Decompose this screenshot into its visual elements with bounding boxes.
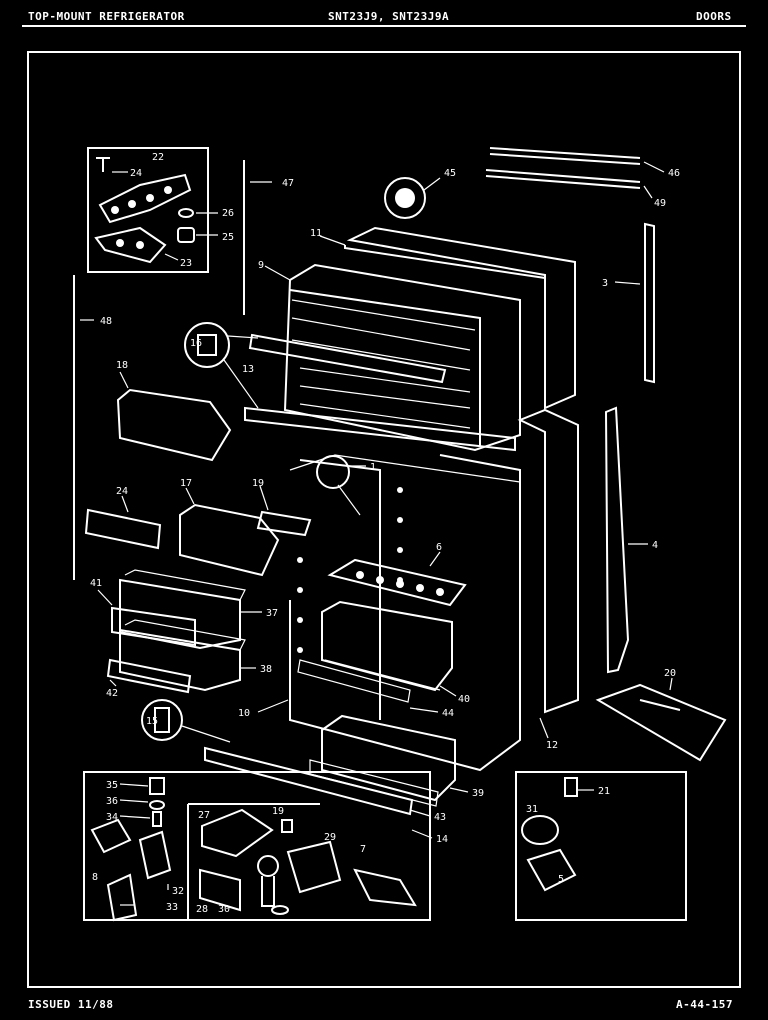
callout-5: 5 <box>558 874 564 885</box>
callout-15: 15 <box>146 716 158 727</box>
callout-41: 41 <box>90 578 102 589</box>
callout-30: 30 <box>218 904 230 915</box>
callout-34: 34 <box>106 812 118 823</box>
callout-19b: 19 <box>272 806 284 817</box>
callout-9: 9 <box>258 260 264 271</box>
door-bin-center <box>297 600 457 713</box>
callout-3: 3 <box>602 278 608 289</box>
callout-8: 8 <box>92 872 98 883</box>
lower-hinge-inset <box>83 771 431 922</box>
freezer-shelf-rail <box>248 333 447 384</box>
callout-47: 47 <box>282 178 294 189</box>
callout-35: 35 <box>106 780 118 791</box>
callout-22: 22 <box>152 152 164 163</box>
handle-parts-inset <box>515 771 687 921</box>
top-trim-strips <box>485 147 665 199</box>
header-title: TOP-MOUNT REFRIGERATOR <box>28 10 185 23</box>
freezer-door-trim <box>244 406 516 452</box>
callout-18: 18 <box>116 360 128 371</box>
header-models: SNT23J9, SNT23J9A <box>328 10 450 23</box>
callout-33: 33 <box>166 902 178 913</box>
callout-6: 6 <box>436 542 442 553</box>
callout-48: 48 <box>100 316 112 327</box>
callout-16: 16 <box>190 338 202 349</box>
callout-17: 17 <box>180 478 192 489</box>
callout-45: 45 <box>444 168 456 179</box>
callout-29: 29 <box>324 832 336 843</box>
callout-27: 27 <box>198 810 210 821</box>
callout-10: 10 <box>238 708 250 719</box>
callout-32: 32 <box>172 886 184 897</box>
callout-46: 46 <box>668 168 680 179</box>
freezer-door <box>264 226 576 452</box>
upper-hinge-inset <box>87 147 218 273</box>
footer-page-code: A-44-157 <box>676 998 733 1011</box>
door-clip <box>256 510 312 537</box>
callout-13: 13 <box>242 364 254 375</box>
magnified-clip-lower <box>141 699 231 743</box>
callout-23: 23 <box>180 258 192 269</box>
callout-44: 44 <box>442 708 454 719</box>
callout-26: 26 <box>222 208 234 219</box>
callout-21: 21 <box>598 786 610 797</box>
callout-49: 49 <box>654 198 666 209</box>
door-bins-left <box>97 569 262 692</box>
egg-tray <box>327 551 467 607</box>
door-bin-bottom <box>321 714 456 802</box>
footer-issue-date: ISSUED 11/88 <box>28 998 114 1011</box>
knob-part <box>384 177 441 219</box>
callout-24b: 24 <box>116 486 128 497</box>
callout-39: 39 <box>472 788 484 799</box>
magnified-clip-upper <box>184 322 259 409</box>
callout-40: 40 <box>458 694 470 705</box>
callout-31: 31 <box>526 804 538 815</box>
callout-37: 37 <box>266 608 278 619</box>
lower-hinge-cover <box>595 677 727 762</box>
header-section: DOORS <box>696 10 732 23</box>
callout-24: 24 <box>130 168 142 179</box>
fresh-food-door <box>289 408 579 772</box>
callout-19: 19 <box>252 478 264 489</box>
callout-42: 42 <box>106 688 118 699</box>
callout-28: 28 <box>196 904 208 915</box>
door-shelf-trim <box>84 508 162 550</box>
callout-43: 43 <box>434 812 446 823</box>
upper-side-rail <box>644 222 655 384</box>
callout-38: 38 <box>260 664 272 675</box>
diagram-border <box>27 51 741 988</box>
dairy-compartment <box>179 503 280 577</box>
callout-7: 7 <box>360 844 366 855</box>
callout-25: 25 <box>222 232 234 243</box>
bin-trim-strip <box>106 658 192 694</box>
butter-compartment <box>116 388 232 462</box>
magnified-clip-center <box>316 455 366 516</box>
callout-11: 11 <box>310 228 322 239</box>
callout-14: 14 <box>436 834 448 845</box>
callout-1: 1 <box>370 462 376 473</box>
callout-20: 20 <box>664 668 676 679</box>
callout-36: 36 <box>106 796 118 807</box>
callout-12: 12 <box>546 740 558 751</box>
lower-side-rail <box>604 406 630 674</box>
callout-4: 4 <box>652 540 658 551</box>
